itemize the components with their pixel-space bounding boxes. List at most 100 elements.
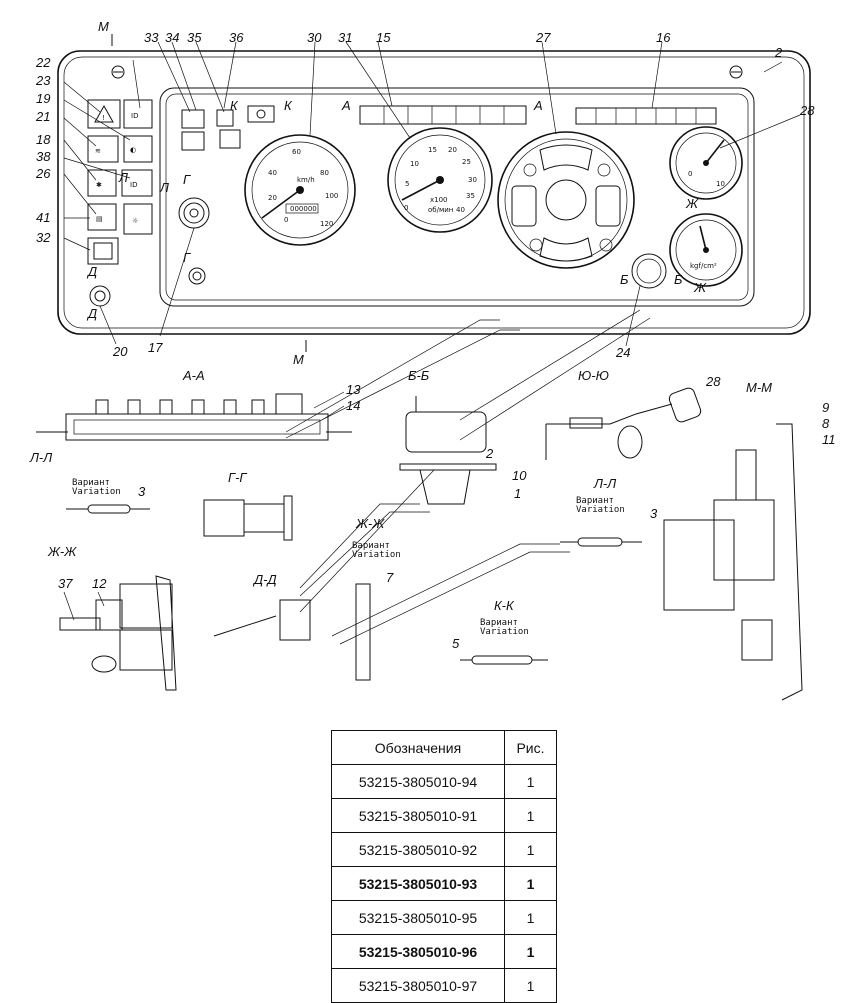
designation-cell: 53215-3805010-93 (331, 866, 505, 901)
variant-1: Вариант Variation 3 (66, 478, 150, 514)
mark-zh-top: Ж (685, 196, 699, 211)
tach-tick: 10 (410, 160, 419, 168)
variant-ru-3: Вариант (480, 618, 518, 628)
callout-21: 21 (35, 109, 50, 124)
designation-cell: 53215-3805010-91 (331, 798, 505, 833)
callout-10: 10 (512, 468, 527, 483)
mark-b-right: Б (674, 272, 683, 287)
figure-cell: 1 (504, 798, 557, 833)
press-tick: 0 (688, 170, 692, 178)
section-marks: М М К К А А Г Г Л Л Ж Ж Д Д Б Б (86, 19, 707, 367)
leader-lines (63, 41, 801, 347)
callout-37: 37 (58, 576, 73, 591)
mark-a-right: А (533, 98, 543, 113)
callout-16: 16 (656, 30, 671, 45)
section-mm-view: М-М 9 8 11 (663, 380, 836, 701)
variant-4: Вариант Variation 3 (560, 496, 658, 547)
title-gg: Г-Г (228, 470, 247, 485)
callout-15: 15 (376, 30, 391, 45)
svg-text:✱: ✱ (96, 181, 102, 189)
callout-41: 41 (36, 210, 50, 225)
figure-cell: 1 (504, 934, 557, 969)
figure-cell: 1 (504, 764, 557, 799)
mark-k-left: К (230, 98, 239, 113)
svg-text:!: ! (102, 114, 105, 122)
callout-30: 30 (307, 30, 322, 45)
callout-35: 35 (187, 30, 202, 45)
designation-cell: 53215-3805010-96 (331, 934, 505, 969)
pressure-gauge-top: 0 10 (669, 126, 743, 200)
callout-38: 38 (36, 149, 51, 164)
header-figure: Рис. (504, 730, 557, 765)
callout-31: 31 (338, 30, 352, 45)
callout-3b: 3 (650, 506, 658, 521)
press-unit: kgf/cm² (690, 262, 717, 270)
callout-28b: 28 (705, 374, 721, 389)
pressure-gauge-bottom: kgf/cm² (669, 213, 743, 287)
mark-d-top: Д (86, 264, 97, 279)
callout-36: 36 (229, 30, 244, 45)
callout-2b: 2 (485, 446, 494, 461)
mark-zh-bottom: Ж (693, 280, 707, 295)
designation-cell: 53215-3805010-97 (331, 968, 505, 1003)
panel-frame (57, 50, 811, 335)
callout-26: 26 (35, 166, 51, 181)
callout-34: 34 (165, 30, 179, 45)
callout-22: 22 (35, 55, 51, 70)
variant-en-2: Variation (352, 550, 401, 560)
title-mm: М-М (746, 380, 772, 395)
table-header-row: Обозначения Рис. (331, 730, 557, 765)
tach-sub: об/мин (428, 206, 453, 214)
mark-a-left: А (341, 98, 351, 113)
callout-17: 17 (148, 340, 163, 355)
callout-11: 11 (822, 432, 836, 447)
title-zhzh: Ж-Ж (47, 544, 77, 559)
callout-8: 8 (822, 416, 830, 431)
left-switch-block: ! ID ≋ ◐ ✱ ID ▤ ☼ (87, 99, 275, 307)
speed-tick: 20 (268, 194, 277, 202)
title-zhzh-2: Ж-Ж (355, 516, 385, 531)
title-ll: Л-Л (29, 450, 52, 465)
mark-l-2: Л (118, 170, 128, 185)
svg-text:≋: ≋ (95, 147, 101, 155)
figure-cell: 1 (504, 866, 557, 901)
tach-tick: 25 (462, 158, 471, 166)
title-ll-2: Л-Л (593, 476, 616, 491)
designation-cell: 53215-3805010-92 (331, 832, 505, 867)
speed-tick: 120 (320, 220, 333, 228)
speed-tick: 100 (325, 192, 338, 200)
speed-tick: 40 (268, 169, 277, 177)
figure-cell: 1 (504, 900, 557, 935)
callout-18: 18 (36, 132, 51, 147)
mark-m-bottom: М (293, 352, 304, 367)
indicator-strip-16 (575, 107, 717, 125)
svg-text:◐: ◐ (130, 146, 136, 154)
variant-ru-2: Вариант (352, 541, 390, 551)
mark-m-top: М (98, 19, 109, 34)
title-bb: Б-Б (408, 368, 430, 383)
callout-20: 20 (112, 344, 128, 359)
variant-3: Вариант Variation 5 (452, 618, 548, 665)
callout-1: 1 (514, 486, 521, 501)
press-tick: 10 (716, 180, 725, 188)
odometer: 000000 (290, 205, 317, 213)
variant-ru-4: Вариант (576, 496, 614, 506)
callout-2: 2 (774, 45, 783, 60)
svg-text:ID: ID (131, 112, 138, 120)
svg-text:ID: ID (130, 181, 137, 189)
mark-l: Л (159, 180, 169, 195)
callout-7: 7 (386, 570, 394, 585)
section-dd-view: 7 (213, 570, 394, 681)
indicator-strip-15 (359, 105, 527, 125)
callout-13: 13 (346, 382, 361, 397)
callout-12: 12 (92, 576, 107, 591)
callout-23: 23 (35, 73, 51, 88)
tach-tick: 0 (404, 204, 408, 212)
